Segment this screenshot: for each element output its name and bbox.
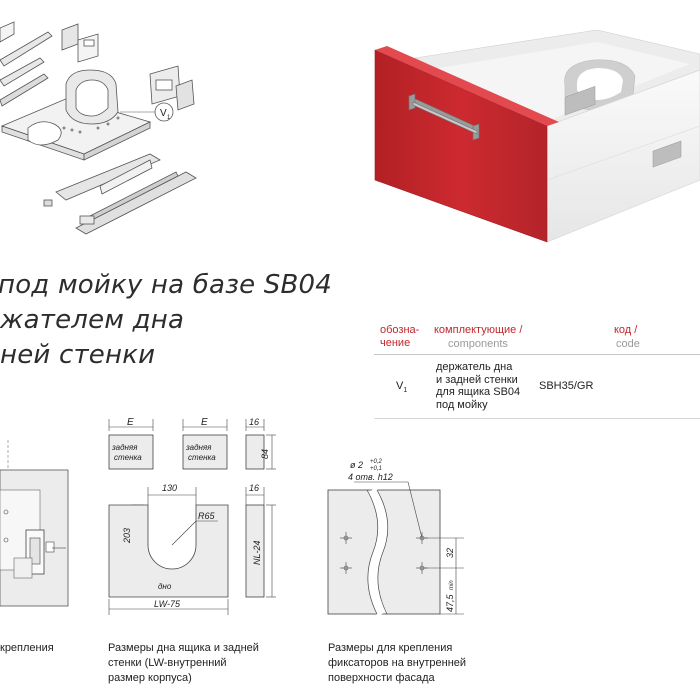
heading-line-3: ней стенки [0, 340, 156, 370]
caption-right: Размеры для крепления фиксаторов на внут… [328, 642, 467, 684]
back-wall-label-1b: стенка [114, 453, 142, 462]
dim-tol-up: +0,2 [370, 459, 383, 465]
dim-lw75: LW-75 [154, 599, 181, 609]
header-designation: обозна- чение [380, 324, 420, 349]
dim-32: 32 [445, 548, 455, 558]
drawing-left [0, 430, 75, 610]
row-designation: V1 [396, 380, 408, 395]
header-code-en: code [616, 338, 640, 350]
row-code: SBH35/GR [539, 380, 594, 392]
exploded-assembly-illustration: V 1 [0, 0, 205, 240]
page-heading: под мойку на базе SB04 жателем дна ней с… [0, 268, 360, 373]
header-components-en: components [448, 338, 508, 350]
header-code: код / [614, 324, 638, 336]
dim-diameter: ø 2 [350, 460, 363, 470]
dim-e-1: E [127, 417, 134, 428]
caption-middle: Размеры дна ящика и задней стенки (LW-вн… [108, 642, 259, 684]
table-header-divider [374, 354, 700, 355]
drawing-middle: E E 16 84 задняя стенка задняя стенка 13… [100, 415, 280, 620]
row-component: держатель дна и задней стенки для ящика … [436, 361, 521, 411]
table-row-divider [374, 418, 700, 419]
drawer-render [365, 29, 700, 245]
back-wall-label-2: задняя [185, 443, 212, 452]
callout-label: V [160, 108, 167, 119]
dim-203: 203 [122, 528, 132, 544]
back-wall-label-1: задняя [111, 443, 138, 452]
dim-130: 130 [162, 483, 177, 493]
bottom-label: дно [158, 582, 172, 591]
dim-min: min [449, 580, 455, 590]
dim-47-5: 47,5 [445, 593, 455, 612]
dim-r65: R65 [198, 511, 216, 521]
dim-holes: 4 отв. h12 [348, 472, 393, 482]
back-wall-label-2b: стенка [188, 453, 216, 462]
components-table: обозна- чение комплектующие / components… [374, 322, 700, 422]
callout-sub: 1 [167, 115, 171, 121]
heading-line-1: под мойку на базе SB04 [0, 270, 332, 300]
dim-tol-dn: +0,1 [370, 466, 382, 472]
dim-16-mid: 16 [249, 483, 259, 493]
dim-e-2: E [201, 417, 208, 428]
heading-line-2: жателем дна [0, 305, 185, 335]
drawing-right: ø 2 +0,2 +0,1 4 отв. h12 32 47,5 min [320, 452, 470, 622]
dim-84: 84 [260, 449, 270, 459]
dim-16-top: 16 [249, 417, 259, 427]
dim-nl24: NL-24 [252, 540, 262, 565]
header-components: комплектующие / [434, 324, 523, 336]
caption-left: крепления [0, 642, 54, 654]
